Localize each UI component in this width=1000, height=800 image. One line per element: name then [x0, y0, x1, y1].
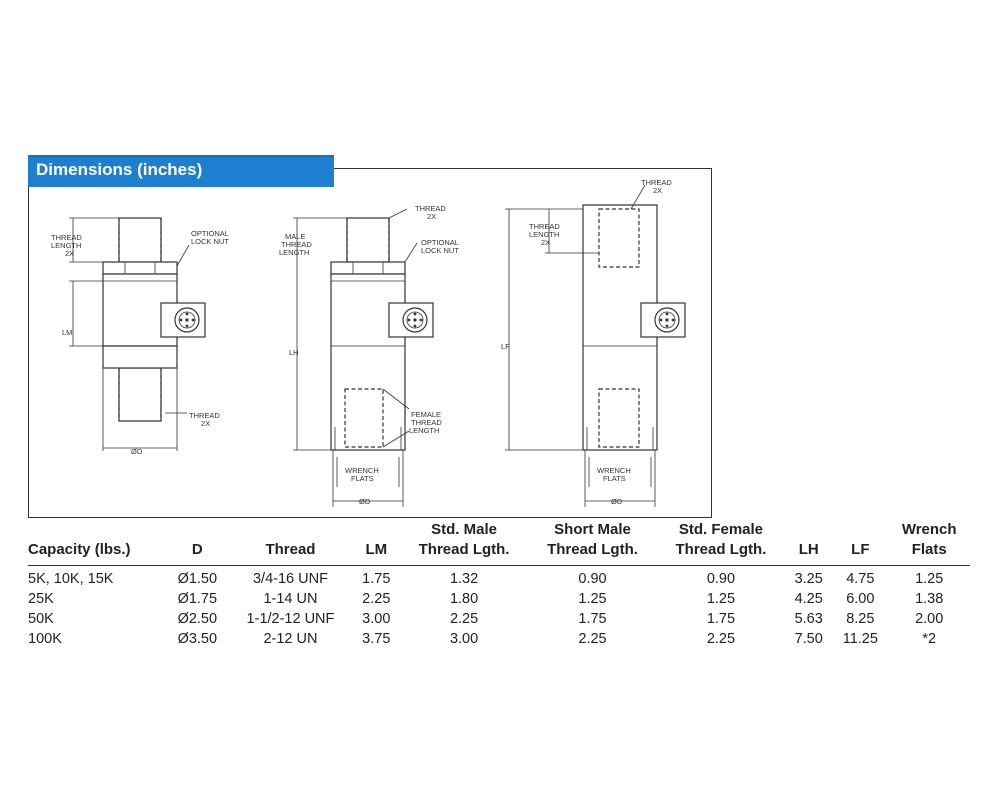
table-cell: 100K	[28, 631, 62, 647]
table-cell: 25K	[28, 591, 54, 607]
table-cell: Ø2.50	[177, 611, 218, 627]
table-cell: 11.25	[842, 631, 878, 647]
thread-length-label: THREAD	[529, 222, 560, 231]
diameter-label: ØD	[611, 497, 623, 506]
wrench-flats-label: FLATS	[603, 474, 626, 483]
table-row: 5K, 10K, 15K Ø1.50 3/4-16 UNF 1.75 1.32 …	[28, 566, 970, 590]
thread-label: 2X	[201, 419, 210, 428]
table-cell: 1.75	[362, 571, 391, 587]
column-header-thread: Thread	[228, 518, 353, 566]
table-cell: 1.75	[578, 611, 607, 627]
thread-length-label: 2X	[541, 238, 550, 247]
table-cell: 2.00	[915, 611, 944, 627]
table-cell: 3.25	[794, 571, 823, 587]
table-cell: 3.75	[362, 631, 391, 647]
lock-nut-label: LOCK NUT	[421, 246, 459, 255]
table-cell: 4.25	[794, 591, 823, 607]
thread-label: 2X	[653, 186, 662, 195]
table-cell: 1.25	[706, 591, 736, 607]
column-header-capacity: Capacity (lbs.)	[28, 518, 167, 566]
female-thread-length-label: LENGTH	[409, 426, 439, 435]
table-cell: 2.25	[449, 611, 479, 627]
table-cell: 1.75	[706, 611, 736, 627]
table-cell: 3.00	[362, 611, 391, 627]
table-cell: Ø1.50	[177, 571, 218, 587]
dimension-drawing: THREAD LENGTH 2X OPTIONAL LOCK NUT LM TH…	[51, 178, 686, 507]
table-cell: 5K, 10K, 15K	[28, 571, 114, 587]
table-cell: 1.32	[449, 571, 479, 587]
column-header-lm: LM	[352, 518, 400, 566]
thread-label: THREAD	[641, 178, 672, 187]
column-header-d: D	[166, 518, 229, 566]
table-row: 25K Ø1.75 1-14 UN 2.25 1.80 1.25 1.25 4.…	[28, 589, 970, 609]
table-cell: 1-1/2-12 UNF	[246, 611, 335, 627]
thread-length-label: 2X	[65, 249, 74, 258]
table-cell: Ø3.50	[177, 631, 218, 647]
diameter-label: ØD	[131, 447, 143, 456]
table-cell: 1-14 UN	[263, 591, 318, 607]
female-thread-length-label: THREAD	[411, 418, 442, 427]
table-cell: 0.90	[578, 571, 607, 587]
table-cell: Ø1.75	[177, 591, 218, 607]
lm-label: LM	[62, 328, 72, 337]
table-cell: 1.25	[915, 571, 944, 587]
table-cell: 6.00	[846, 591, 875, 607]
table-row: 100K Ø3.50 2-12 UN 3.75 3.00 2.25 2.25 7…	[28, 629, 970, 649]
table-cell: *2	[922, 631, 937, 647]
wrench-flats-label: WRENCH	[345, 466, 379, 475]
table-cell: 2.25	[706, 631, 736, 647]
section-banner: Dimensions (inches)	[28, 155, 334, 187]
table-cell: 2.25	[578, 631, 607, 647]
lock-nut-label: OPTIONAL	[421, 238, 459, 247]
thread-label: THREAD	[189, 411, 220, 420]
lh-label: LH	[289, 348, 299, 357]
male-thread-length-label: MALE	[285, 232, 305, 241]
load-cell-male-male: THREAD LENGTH 2X OPTIONAL LOCK NUT LM TH…	[51, 217, 229, 456]
column-header-lf: LF	[832, 518, 889, 566]
wrench-flats-label: FLATS	[351, 474, 374, 483]
table-cell: 3/4-16 UNF	[252, 571, 328, 587]
table-cell: 1.25	[578, 591, 607, 607]
table-cell: 50K	[28, 611, 54, 627]
table-cell: 0.90	[706, 571, 736, 587]
load-cell-female-female: THREAD 2X THREAD LENGTH 2X LF WRENCH FLA…	[501, 178, 686, 507]
load-cell-male-female: THREAD 2X MALE THREAD LENGTH OPTIONAL LO…	[279, 204, 459, 507]
lock-nut-label: LOCK NUT	[191, 237, 229, 246]
wrench-flats-label: WRENCH	[597, 466, 631, 475]
table-row: 50K Ø2.50 1-1/2-12 UNF 3.00 2.25 1.75 1.…	[28, 609, 970, 629]
thread-length-label: THREAD	[51, 233, 82, 242]
table-cell: 2.25	[362, 591, 391, 607]
table-cell: 5.63	[794, 611, 823, 627]
table-cell: 7.50	[794, 631, 823, 647]
table-cell: 2-12 UN	[263, 631, 318, 647]
thread-label: THREAD	[415, 204, 446, 213]
table-cell: 1.80	[449, 591, 479, 607]
thread-length-label: LENGTH	[529, 230, 559, 239]
table-cell: 3.00	[449, 631, 479, 647]
lock-nut-label: OPTIONAL	[191, 229, 229, 238]
diameter-label: ØD	[359, 497, 371, 506]
table-cell: 4.75	[846, 571, 875, 587]
lf-label: LF	[501, 342, 510, 351]
male-thread-length-label: LENGTH	[279, 248, 309, 257]
table-cell: 1.38	[915, 591, 944, 607]
section-title: Dimensions (inches)	[36, 160, 203, 179]
thread-length-label: LENGTH	[51, 241, 81, 250]
male-thread-length-label: THREAD	[281, 240, 312, 249]
thread-label: 2X	[427, 212, 436, 221]
female-thread-length-label: FEMALE	[411, 410, 441, 419]
table-cell: 8.25	[846, 611, 875, 627]
column-header-lh: LH	[785, 518, 833, 566]
dimensions-panel: Dimensions (inches)	[28, 155, 712, 518]
